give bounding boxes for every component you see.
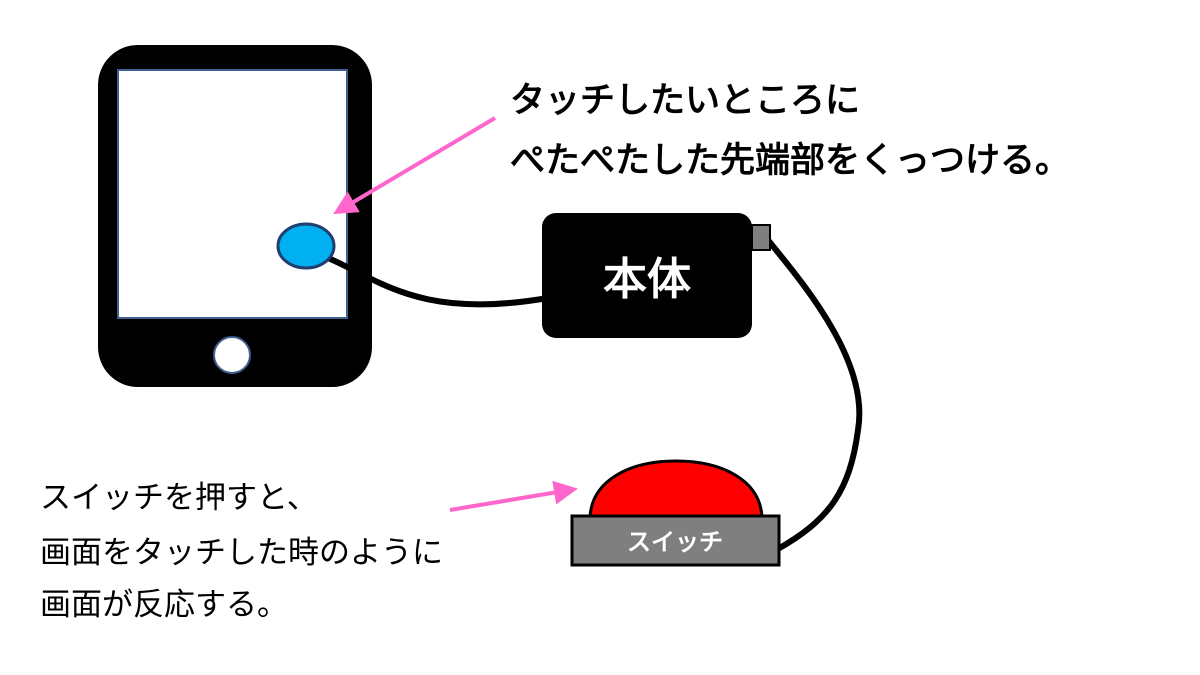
switch-caption-line2: 画面をタッチした時のように [40,535,443,571]
main-unit-body [542,213,752,338]
touch-caption-line1: タッチしたいところに [510,81,860,121]
arrow-to-tip [333,116,497,215]
switch-caption-line1: スイッチを押すと、 [40,480,318,516]
connector-port [751,224,771,251]
touch-caption-line2: ぺたぺたした先端部をくっつける。 [510,141,1070,181]
switch-base [570,514,781,567]
switch-label: スイッチ [627,528,723,556]
touch-tip [276,222,336,270]
main-unit: 本体 [542,213,771,338]
cable-unit-to-switch [765,238,863,553]
switch: スイッチ [570,459,781,567]
home-button-icon [213,336,251,374]
arrow-to-switch [449,480,578,512]
tablet-screen [117,69,348,319]
tablet [98,45,372,387]
cable-tip-to-unit [326,255,549,308]
switch-caption-line3: 画面が反応する。 [40,587,288,623]
main-unit-label: 本体 [603,254,691,305]
switch-button-dome [588,459,764,519]
